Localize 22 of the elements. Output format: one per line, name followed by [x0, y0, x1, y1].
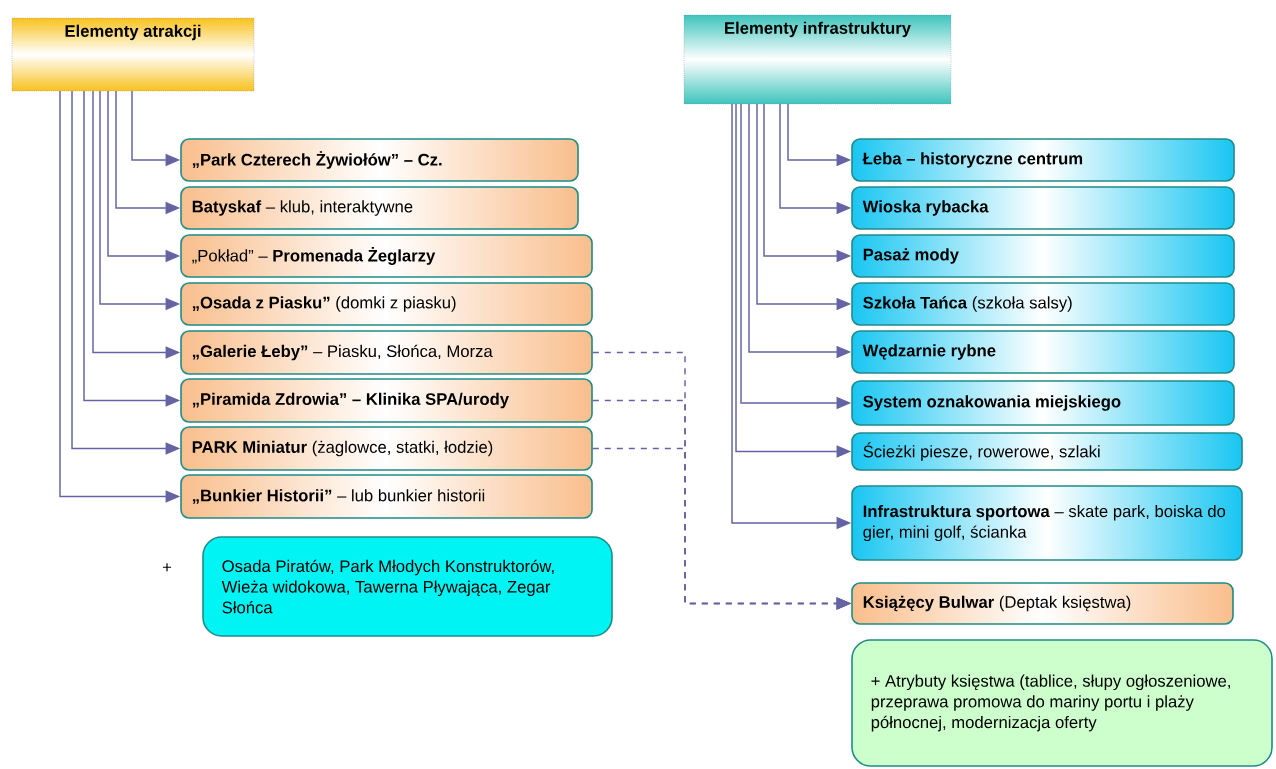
item-box: Wędzarnie rybne [851, 330, 1235, 374]
item-box: PARK Miniatur (żaglowce, statki, łodzie) [180, 426, 593, 471]
item-box: „Osada z Piasku” (domki z piasku) [180, 282, 593, 326]
item-box: Wioska rybacka [851, 186, 1235, 230]
item-box: Szkoła Tańca (szkoła salsy) [851, 282, 1235, 326]
item-box: Książęcy Bulwar (Deptak księstwa) [851, 582, 1234, 625]
item-box: „Bunkier Historii” – lub bunkier historii [180, 474, 593, 519]
item-box: Łeba – historyczne centrum [851, 138, 1235, 182]
item-box: „Piramida Zdrowia” – Klinika SPA/urody [180, 378, 593, 423]
note-box: + Atrybuty księstwa (tablice, słupy ogłoszeniowe, przeprawa promowa do mariny portu i plaży północnej, modernizacja oferty [851, 639, 1273, 767]
item-box: Infrastruktura sportowa – skate park, boiska do gier, mini golf, ścianka [851, 485, 1243, 561]
item-box: Batyskaf – klub, interaktywne [180, 186, 579, 230]
header-box: Elementy atrakcji [11, 17, 255, 92]
header-box: Elementy infrastruktury [683, 14, 952, 105]
item-box: Pasaż mody [851, 234, 1235, 278]
item-box: Ścieżki piesze, rowerowe, szlaki [851, 432, 1243, 471]
item-box: „Galerie Łeby” – Piasku, Słońca, Morza [180, 330, 593, 375]
item-box: „Pokład” – Promenada Żeglarzy [180, 234, 593, 278]
item-box: „Park Czterech Żywiołów” – Cz. [180, 138, 579, 182]
note-box: Osada Piratów, Park Młodych Konstruktorów, Wieża widokowa, Tawerna Pływająca, Zegar Słońca [202, 536, 613, 637]
item-box: System oznakowania miejskiego [851, 380, 1235, 426]
plus-sign: + [162, 563, 172, 572]
